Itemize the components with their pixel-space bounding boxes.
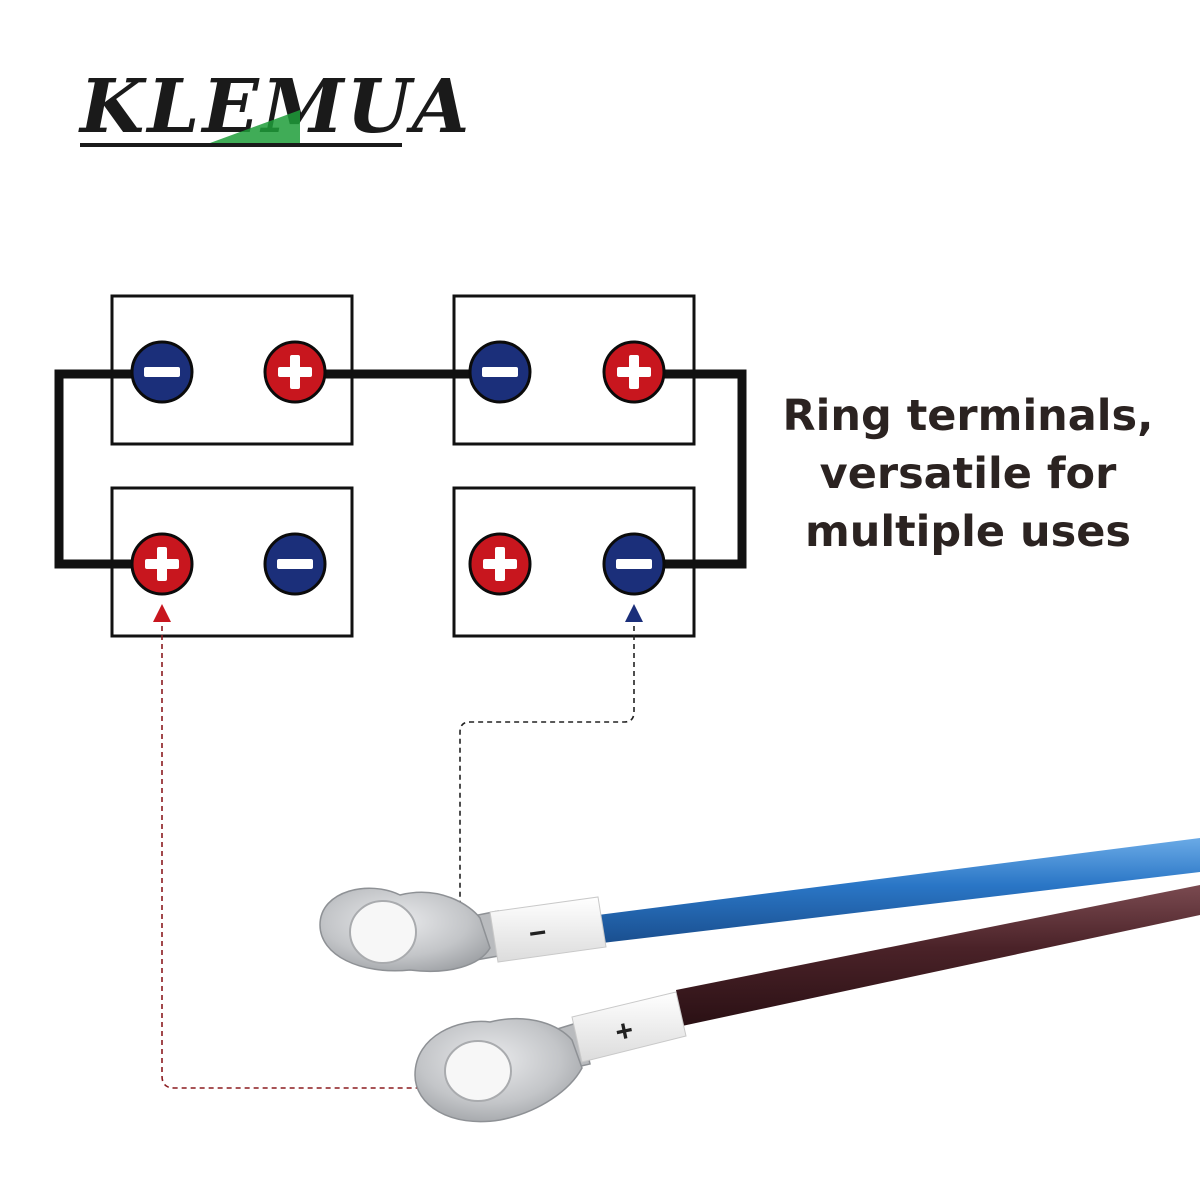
negative-leader-line — [459, 626, 635, 912]
negative-sleeve — [489, 896, 607, 963]
negative-lug-hole — [349, 900, 417, 964]
brand-underline — [80, 143, 402, 147]
caption-line-2: versatile for — [820, 449, 1117, 499]
brand-logo: KLEMUA — [78, 64, 469, 150]
positive-terminal-icon — [468, 532, 532, 596]
positive-wire — [676, 885, 1200, 1026]
caption-line-1: Ring terminals, — [783, 391, 1154, 441]
negative-terminal-icon — [602, 532, 666, 596]
positive-lug-hole — [444, 1040, 512, 1102]
brand-accent-swoosh — [210, 110, 300, 143]
caption-line-3: multiple uses — [805, 507, 1131, 557]
negative-terminal-icon — [130, 340, 194, 404]
positive-terminal-icon — [130, 532, 194, 596]
negative-sleeve-label: − — [527, 916, 549, 951]
battery-diagram — [54, 294, 747, 638]
positive-pointer-arrow-icon — [153, 604, 171, 622]
negative-terminal-icon — [263, 532, 327, 596]
positive-leader-line — [161, 626, 425, 1089]
negative-wire — [598, 838, 1200, 943]
caption: Ring terminals, versatile for multiple u… — [783, 391, 1154, 557]
positive-cable: + — [414, 885, 1200, 1123]
positive-sleeve — [571, 991, 687, 1063]
negative-cable: − — [319, 838, 1200, 973]
positive-terminal-icon — [263, 340, 327, 404]
negative-terminal-icon — [468, 340, 532, 404]
negative-pointer-arrow-icon — [625, 604, 643, 622]
positive-terminal-icon — [602, 340, 666, 404]
